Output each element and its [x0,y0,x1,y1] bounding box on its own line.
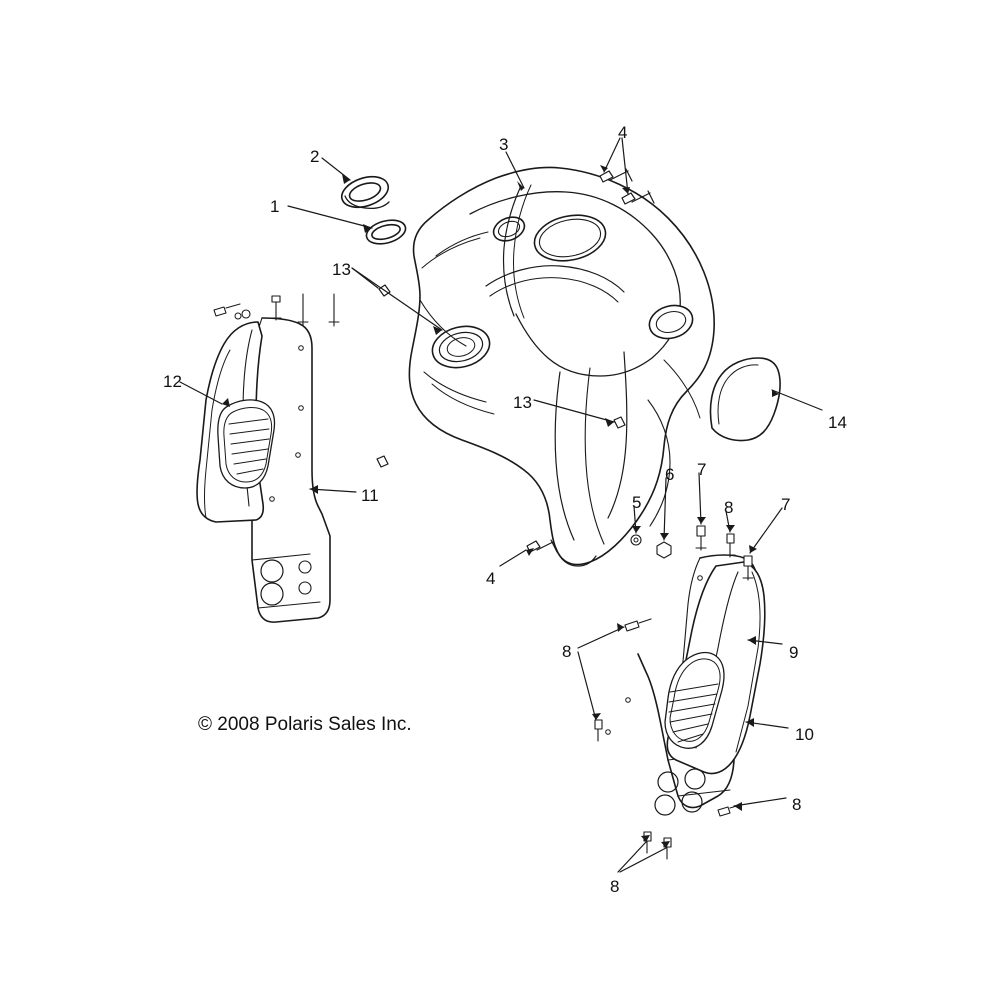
callout-8-left: 8 [562,642,572,661]
callout-8-right-lower: 8 [792,795,802,814]
part-3-console [376,166,715,567]
callout-7-right: 7 [781,495,791,514]
part-2-ring [340,175,390,210]
callout-13-lower: 13 [513,393,532,412]
callout-12: 12 [163,372,182,391]
leader-arrowheads [222,165,779,848]
callout-8-upper: 8 [724,498,734,517]
callout-10: 10 [795,725,814,744]
callout-9: 9 [789,643,799,662]
callout-4-top: 4 [618,123,628,142]
part-14-pad [709,357,781,442]
part-10-right-outer-panel [664,561,766,775]
callout-6: 6 [665,465,675,484]
callout-11: 11 [361,486,379,505]
callout-14: 14 [828,413,847,432]
callout-4-bottom: 4 [486,569,496,588]
left-hardware [213,293,340,327]
callout-13-upper: 13 [332,260,351,279]
part-1-oring [365,219,407,245]
part-11-left-inner-panel [239,317,331,623]
copyright-notice: © 2008 Polaris Sales Inc. [198,714,412,735]
callout-5: 5 [632,493,642,512]
callout-3: 3 [499,135,509,154]
part-12-left-outer-panel [196,321,276,523]
callout-2: 2 [310,147,320,166]
callout-1: 1 [270,197,280,216]
callout-7-upper: 7 [697,460,707,479]
callout-8-bottom: 8 [610,877,620,896]
